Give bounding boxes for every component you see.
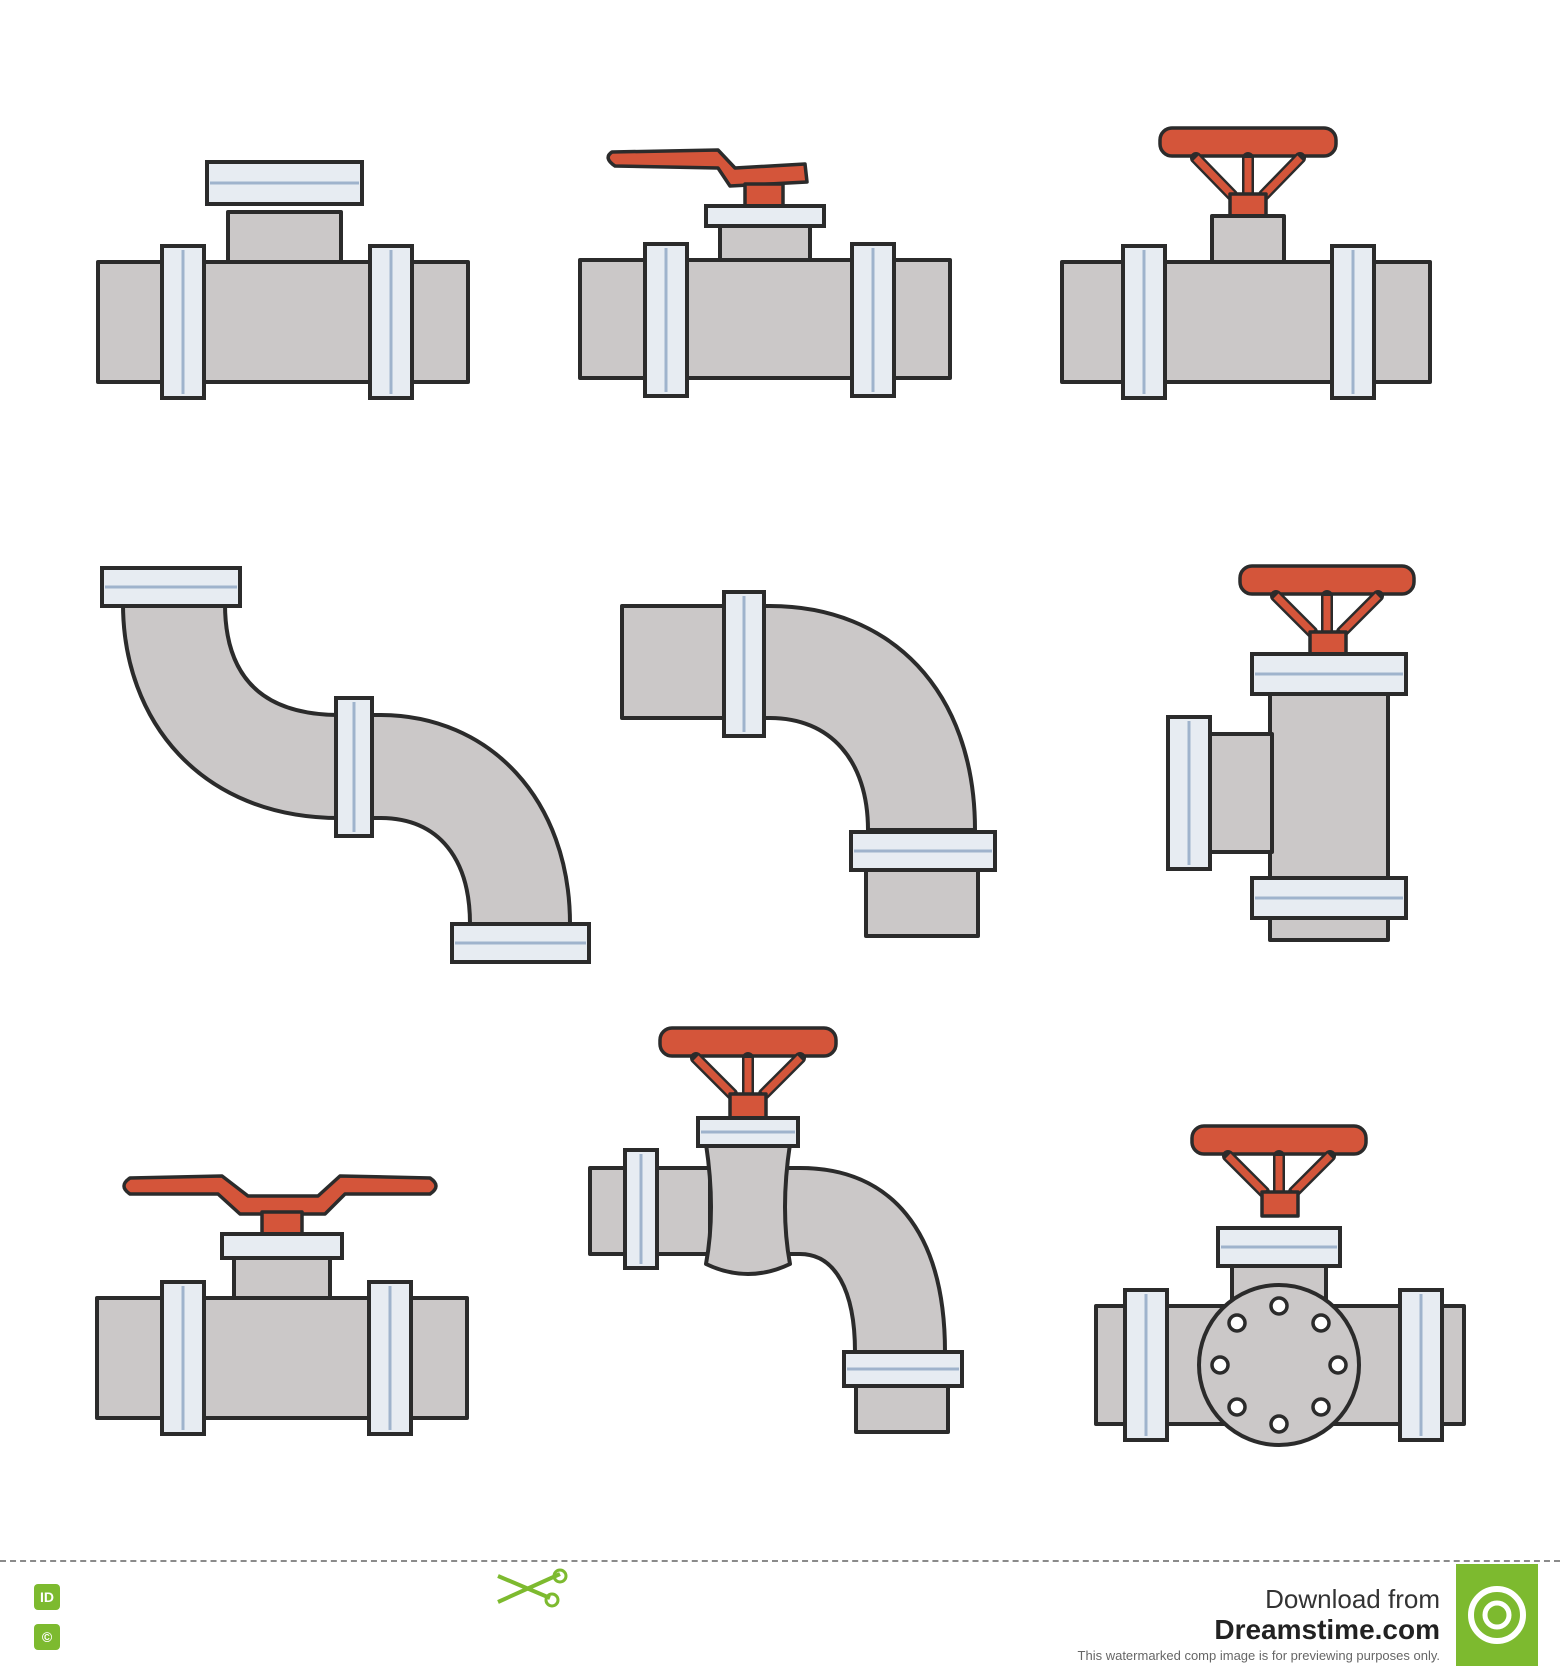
elbow-pipe-icon (620, 590, 997, 938)
copyright-badge-icon: © (34, 1624, 60, 1650)
brand-name-link[interactable]: Dreamstime.com (1214, 1614, 1440, 1645)
straight-pipe-with-t-branch-icon (96, 160, 470, 400)
pipe-fittings-illustration (95, 126, 1466, 1447)
brand-logo-icon (1456, 1564, 1538, 1666)
straight-pipe-butterfly-lever-valve-icon (95, 1174, 469, 1436)
stock-footer: ID © Download from Dreamstime.com This w… (0, 1560, 1560, 1668)
scissors-icon (497, 1568, 568, 1608)
s-bend-pipe-icon (100, 566, 591, 964)
faucet-pipe-wheel-valve-icon (588, 1026, 964, 1434)
vertical-t-pipe-wheel-valve-icon (1166, 564, 1416, 942)
download-from-text: Download from (1265, 1584, 1440, 1614)
gate-valve-with-bolted-bonnet-icon (1094, 1124, 1466, 1447)
preview-disclaimer-text: This watermarked comp image is for previ… (1077, 1648, 1440, 1663)
straight-pipe-lever-valve-icon (578, 148, 952, 398)
straight-pipe-wheel-valve-icon (1060, 126, 1432, 400)
id-badge-icon: ID (34, 1584, 60, 1610)
